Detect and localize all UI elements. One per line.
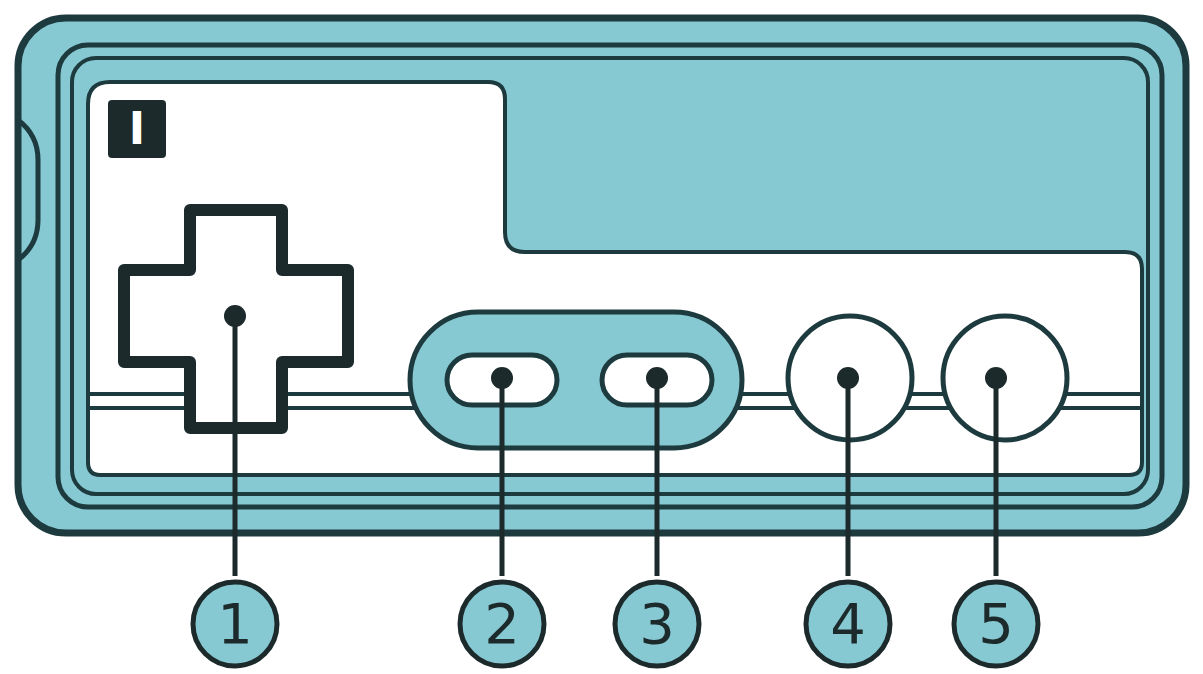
callout-number: 2 <box>467 589 537 659</box>
callout-number: 3 <box>622 589 692 659</box>
callout-number: 1 <box>200 589 270 659</box>
controller-number: I <box>112 104 162 154</box>
a-button <box>943 316 1067 440</box>
number-plate <box>108 100 166 158</box>
leader-lines <box>235 316 996 576</box>
controller-body <box>18 18 1186 533</box>
callout-number: 4 <box>813 589 883 659</box>
body-notch <box>18 120 38 260</box>
callout-number: 5 <box>961 589 1031 659</box>
leader-dots <box>224 305 1007 389</box>
select-start-housing <box>410 312 742 448</box>
callout-circles <box>193 582 1038 666</box>
face-panel <box>88 82 1142 475</box>
